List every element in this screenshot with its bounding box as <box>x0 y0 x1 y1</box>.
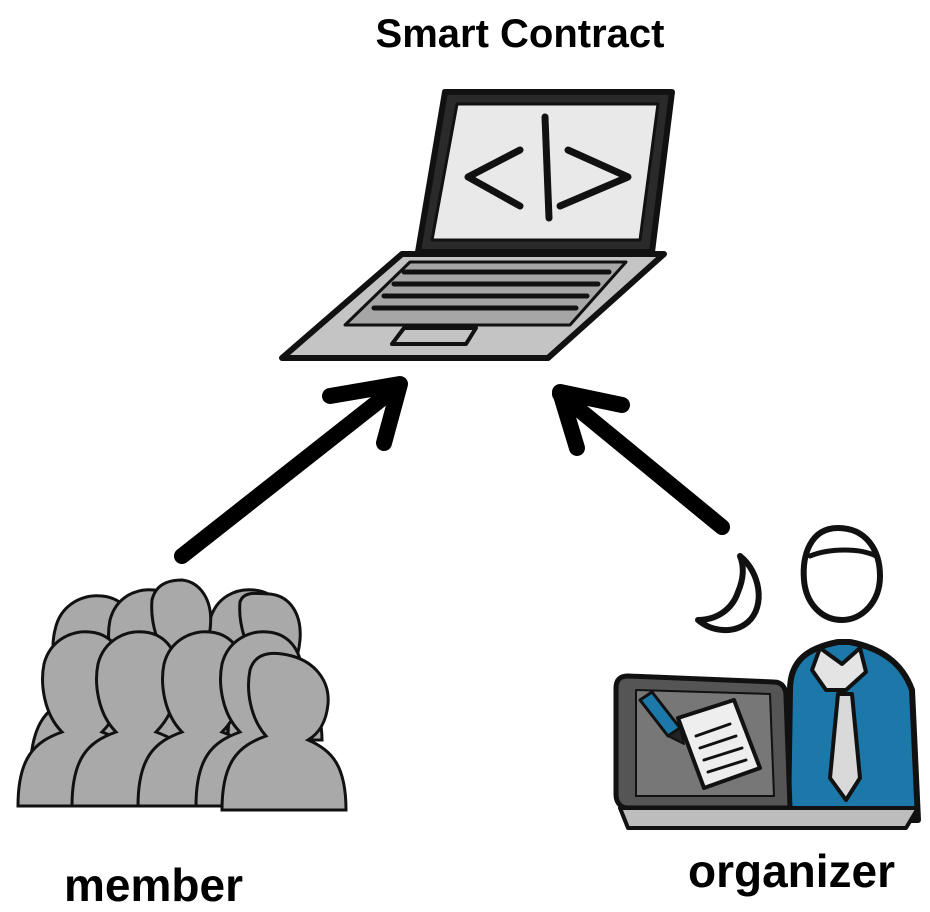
arrow-member-to-contract <box>174 376 408 564</box>
person-with-laptop-icon <box>613 525 921 830</box>
organizer-label: organizer <box>688 845 896 897</box>
member-label: member <box>64 859 243 911</box>
laptop-code-icon <box>279 89 675 361</box>
arrow-organizer-to-contract <box>552 384 730 535</box>
group-of-people-icon <box>16 578 348 812</box>
diagram-title: Smart Contract <box>375 12 665 56</box>
